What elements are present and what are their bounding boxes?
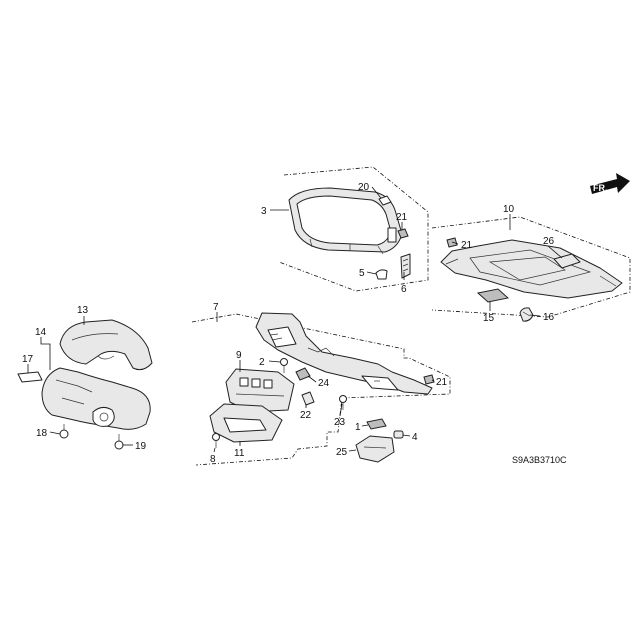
callout-8: 8 (210, 454, 216, 465)
callout-13: 13 (77, 305, 89, 316)
callout-6: 6 (401, 284, 407, 295)
part-17-label (17, 371, 43, 383)
callout-21-center: 21 (436, 377, 448, 388)
callout-21-upper: 21 (396, 212, 408, 223)
callout-5: 5 (359, 268, 365, 279)
callout-16: 16 (543, 312, 555, 323)
part-11-lower-pocket (209, 403, 283, 443)
part-6-bracket (400, 253, 411, 279)
callout-labels: 3 20 21 5 6 10 21 26 15 16 13 14 17 18 1… (22, 182, 555, 465)
callout-2: 2 (259, 357, 265, 368)
part-10-lower-panel (440, 239, 623, 299)
part-14-lower-column-cover (41, 367, 151, 430)
callout-22: 22 (300, 410, 312, 421)
part-2-screw (280, 358, 288, 373)
callout-20: 20 (358, 182, 370, 193)
part-24-clip (295, 367, 311, 381)
part-22-clip (301, 391, 315, 406)
callout-9: 9 (236, 350, 242, 361)
part-21-clip-c (423, 374, 435, 385)
part-18-screw (59, 424, 69, 439)
part-8-screw (212, 433, 220, 448)
callout-23: 23 (334, 417, 346, 428)
callout-24: 24 (318, 378, 330, 389)
part-9-switch-panel (225, 368, 295, 413)
callout-11: 11 (234, 448, 245, 459)
callout-21-panel: 21 (461, 240, 473, 251)
part-5-clip (375, 269, 388, 280)
callout-19: 19 (135, 441, 147, 452)
part-23-screw (339, 395, 347, 410)
part-13-upper-column-cover (59, 319, 153, 371)
part-4-bulb (393, 430, 404, 439)
part-7-dashboard-center (255, 312, 433, 395)
callout-7: 7 (213, 302, 219, 313)
part-16-clip (519, 307, 534, 322)
part-19-screw (114, 434, 124, 450)
callout-17: 17 (22, 354, 34, 365)
part-1-pad (366, 418, 387, 430)
frame-dashboard-pocket (191, 313, 451, 466)
diagram-code: S9A3B3710C (512, 455, 567, 465)
front-direction-arrow: FR. (590, 173, 630, 194)
callout-1: 1 (355, 422, 361, 433)
callout-3: 3 (261, 206, 267, 217)
frame-meter-visor (278, 166, 429, 292)
callout-26: 26 (543, 236, 555, 247)
part-21-clip-b (446, 237, 458, 248)
part-meter-visor (288, 187, 403, 255)
part-15-pad (476, 288, 510, 303)
callout-14: 14 (35, 327, 47, 338)
callout-10: 10 (503, 204, 515, 215)
callout-25: 25 (336, 447, 348, 458)
front-direction-label: FR. (593, 183, 608, 193)
part-25-switch (355, 435, 395, 463)
callout-15: 15 (483, 313, 495, 324)
callout-18: 18 (36, 428, 48, 439)
part-21-clip-a (397, 228, 409, 239)
leader-lines (27, 186, 563, 453)
part-20-clip (378, 195, 392, 206)
callout-4: 4 (412, 432, 418, 443)
